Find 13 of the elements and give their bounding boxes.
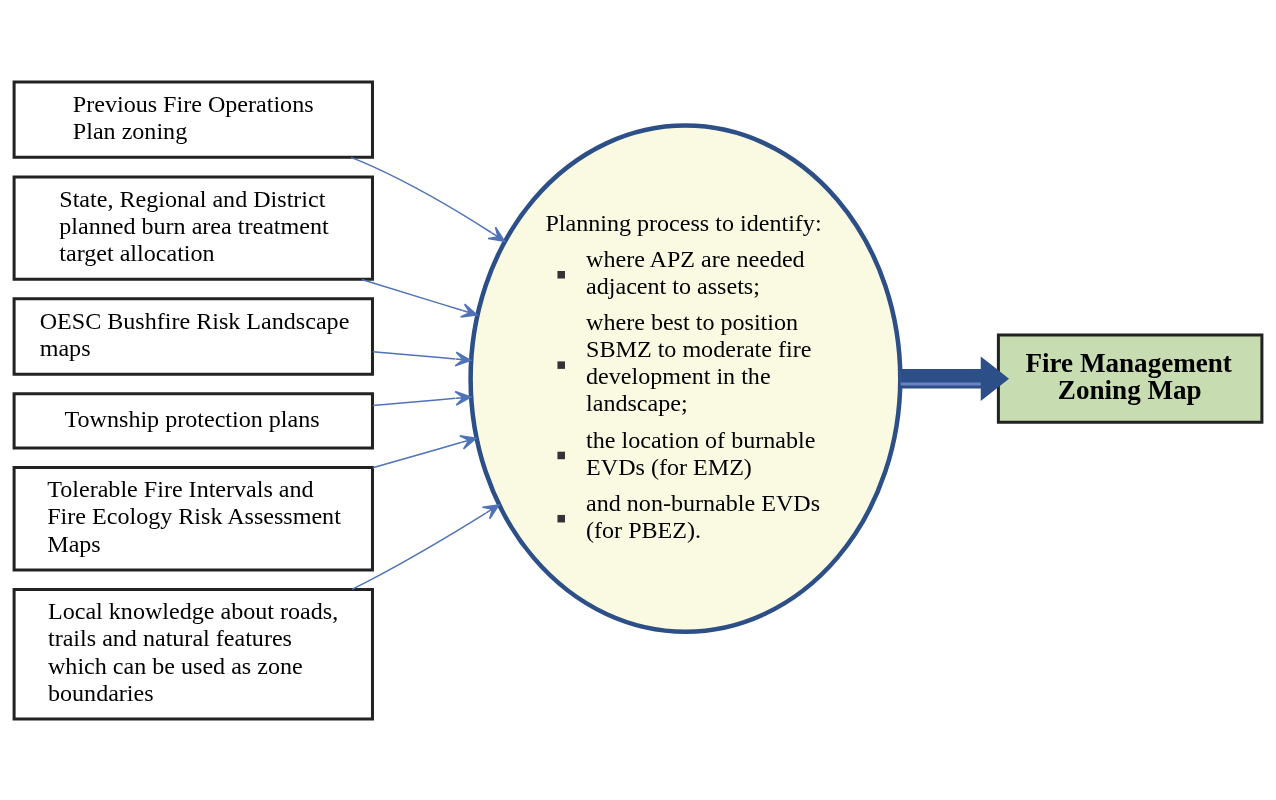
node-box: Tolerable Fire Intervals and Fire Ecology Risk Assessment Maps	[12, 465, 374, 571]
arrow	[361, 278, 478, 318]
arrow	[372, 350, 472, 366]
node-box: Fire Management Zoning Map	[996, 333, 1264, 424]
arrow	[372, 434, 477, 468]
arrow	[372, 390, 472, 406]
node-ellipse: Planning process to identify: where APZ are needed adjacent to assets; where best to position SBMZ to moderate fire development in the landscape; the location of burnable EVDs (for EMZ) and non-burnable EVDs (for PBEZ).	[468, 122, 903, 634]
node-box: Previous Fire Operations Plan zoning	[12, 80, 374, 159]
node-box: Township protection plans	[12, 391, 374, 449]
node-box: State, Regional and District planned burn area treatment target allocation	[12, 174, 374, 281]
node-box: OESC Bushfire Risk Landscape maps	[12, 296, 374, 376]
arrow	[900, 355, 1009, 401]
node-box: Local knowledge about roads, trails and natural features which can be used as zone boundaries	[12, 587, 374, 720]
